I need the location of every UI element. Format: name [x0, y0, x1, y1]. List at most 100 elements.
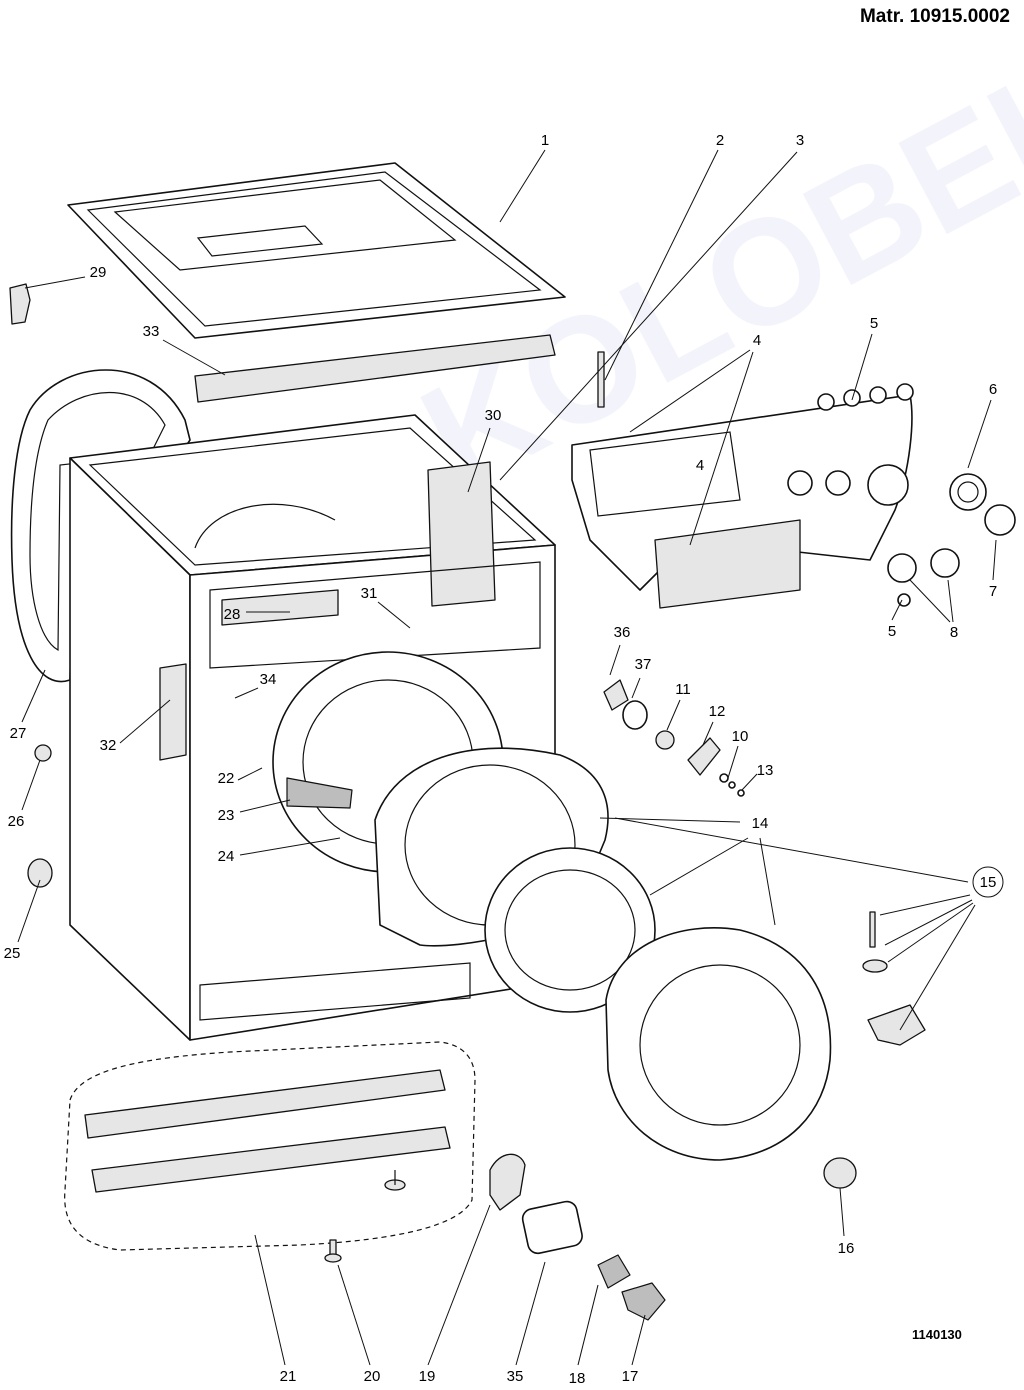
leader-line-4	[689, 351, 754, 546]
part-18	[597, 1254, 631, 1289]
callout-label-c34: 34	[260, 671, 277, 688]
leader-line-6	[967, 399, 992, 469]
part-door-hinge-hardware	[603, 679, 745, 797]
callout-label-c4a: 4	[753, 332, 761, 349]
leader-line-12	[702, 721, 714, 746]
callout-label-c4b: 4	[696, 457, 704, 474]
part-cabinet	[69, 414, 556, 1041]
callout-label-c32: 32	[100, 737, 117, 754]
callout-label-c12: 12	[709, 703, 726, 720]
leader-line-3	[499, 151, 798, 481]
leader-line-5	[851, 333, 873, 401]
callout-label-c31: 31	[361, 585, 378, 602]
leader-line-15	[899, 904, 976, 1031]
leader-line-8	[947, 579, 954, 623]
callout-label-c27: 27	[10, 725, 27, 742]
callout-label-c25: 25	[4, 945, 21, 962]
part-clip-29	[9, 283, 31, 325]
callout-label-c20: 20	[364, 1368, 381, 1385]
leader-line-13	[741, 773, 758, 791]
leader-line-27	[21, 669, 46, 723]
callout-label-c3: 3	[796, 132, 804, 149]
callout-label-c21: 21	[280, 1368, 297, 1385]
leader-line-17	[631, 1314, 646, 1366]
callout-label-c14: 14	[752, 815, 769, 832]
leader-line-5	[891, 599, 903, 621]
leader-line-14	[649, 837, 749, 896]
leader-line-7	[992, 539, 997, 581]
leader-line-15	[614, 817, 969, 883]
leader-line-26	[21, 759, 41, 811]
callout-label-c17: 17	[622, 1368, 639, 1385]
part-door	[374, 747, 832, 1161]
drawing-reference: 1140130	[912, 1327, 962, 1342]
callout-label-c6: 6	[989, 381, 997, 398]
callout-label-c15: 15	[980, 874, 997, 891]
callout-label-c37: 37	[635, 656, 652, 673]
callout-label-c22: 22	[218, 770, 235, 787]
callout-label-c29: 29	[90, 264, 107, 281]
callout-label-c24: 24	[218, 848, 235, 865]
part-knob-16	[823, 1157, 857, 1189]
part-control-panel	[571, 383, 1016, 609]
leader-line-16	[839, 1187, 845, 1237]
callout-label-c11: 11	[675, 681, 691, 698]
callout-label-c36: 36	[614, 624, 631, 641]
leader-line-23	[239, 799, 291, 813]
leader-line-35	[515, 1261, 546, 1366]
leader-line-14	[759, 837, 776, 926]
part-top-lid	[67, 162, 566, 339]
callout-label-c16: 16	[838, 1240, 855, 1257]
callout-label-c18: 18	[569, 1370, 586, 1387]
leader-line-11	[666, 699, 681, 731]
leader-line-14	[599, 817, 741, 823]
leader-line-34	[234, 687, 259, 699]
leader-line-18	[577, 1284, 599, 1366]
part-35	[521, 1200, 583, 1255]
part-rod-2	[597, 351, 605, 408]
leader-line-29	[24, 276, 86, 289]
callout-label-c8: 8	[950, 624, 958, 641]
callout-label-c26: 26	[8, 813, 25, 830]
callout-label-c5b: 5	[888, 623, 896, 640]
part-26	[34, 744, 52, 762]
callout-label-c1: 1	[541, 132, 549, 149]
leader-line-31	[377, 601, 411, 629]
leader-line-30	[467, 427, 491, 493]
callout-label-c33: 33	[143, 323, 160, 340]
leader-line-19	[427, 1204, 491, 1366]
leader-line-2	[604, 149, 719, 381]
part-foot-20	[324, 1239, 342, 1263]
leader-line-25	[17, 879, 41, 943]
callout-label-c35: 35	[507, 1368, 524, 1385]
callout-circle-15	[972, 866, 1004, 898]
leader-line-33	[162, 339, 226, 376]
leader-line-20	[337, 1264, 371, 1366]
material-code: Matr. 10915.0002	[859, 6, 1010, 27]
callout-label-c30: 30	[485, 407, 502, 424]
leader-line-1	[499, 149, 546, 223]
leader-line-10	[727, 745, 739, 779]
part-17	[621, 1282, 666, 1321]
leader-line-15	[884, 899, 973, 946]
part-top-strip	[194, 334, 556, 403]
part-door-handle-15	[862, 911, 926, 1046]
leader-line-15	[879, 894, 971, 916]
callout-label-c2: 2	[716, 132, 724, 149]
leader-line-15	[887, 902, 974, 963]
callout-label-c19: 19	[419, 1368, 436, 1385]
leader-line-21	[254, 1234, 286, 1366]
leader-line-8	[909, 579, 951, 623]
leader-line-24	[239, 837, 341, 856]
leader-line-37	[631, 677, 641, 699]
leader-line-32	[119, 699, 171, 744]
callout-label-c10: 10	[732, 728, 749, 745]
leader-line-4	[629, 349, 751, 433]
part-25	[27, 858, 53, 888]
callout-label-c5a: 5	[870, 315, 878, 332]
callout-label-c13: 13	[757, 762, 774, 779]
leader-line-36	[609, 644, 621, 676]
callout-label-c28: 28	[224, 606, 241, 623]
